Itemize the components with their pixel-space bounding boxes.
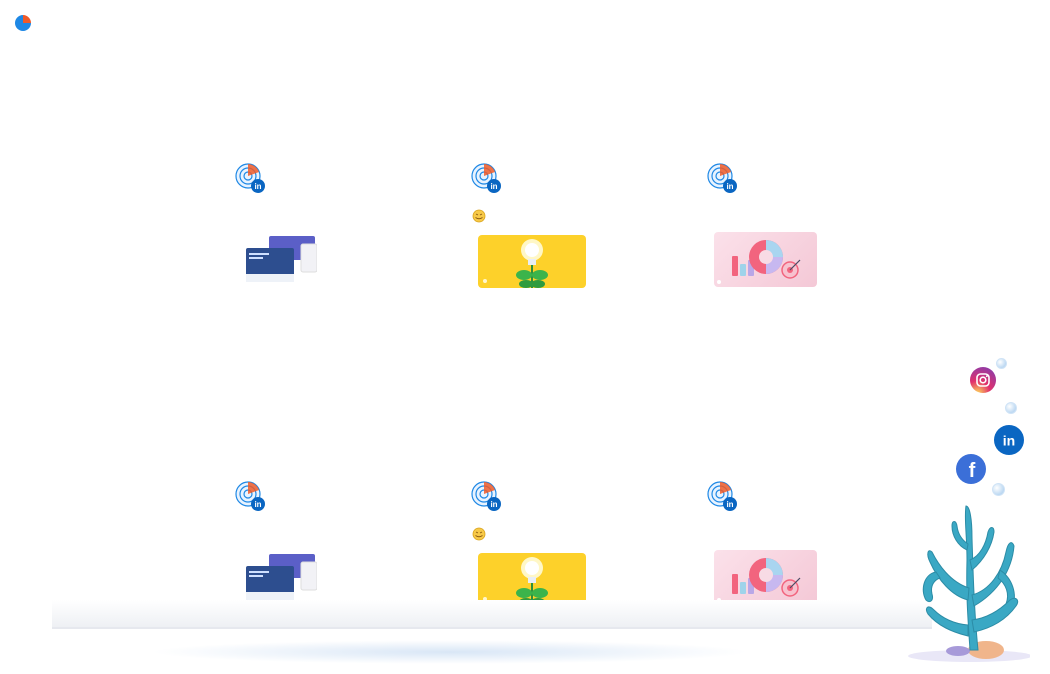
- emoji-icon: [472, 209, 486, 223]
- app-logo-icon[interactable]: [15, 15, 31, 31]
- instagram-icon: [970, 367, 996, 393]
- svg-text:in: in: [490, 182, 497, 191]
- linkedin-radar-icon: in: [471, 481, 501, 511]
- svg-text:in: in: [1003, 433, 1015, 449]
- bubble-decoration: [992, 483, 1005, 496]
- linkedin-radar-icon: in: [235, 481, 265, 511]
- svg-text:in: in: [726, 500, 733, 509]
- lightbulb-plant-icon[interactable]: [478, 553, 586, 606]
- facebook-icon: f: [956, 454, 986, 484]
- linkedin-radar-icon: in: [471, 163, 501, 193]
- presentation-slides-icon[interactable]: [245, 552, 317, 604]
- linkedin-radar-icon: in: [707, 481, 737, 511]
- pie-chart-target-icon[interactable]: [714, 550, 817, 605]
- coral-illustration: [908, 505, 1030, 662]
- presentation-slides-icon[interactable]: [245, 234, 317, 286]
- shelf-shadow: [150, 640, 750, 664]
- svg-text:in: in: [254, 500, 261, 509]
- emoji-icon: [472, 527, 486, 541]
- svg-text:in: in: [254, 182, 261, 191]
- svg-text:f: f: [969, 460, 976, 482]
- linkedin-radar-icon: in: [235, 163, 265, 193]
- pie-chart-target-icon[interactable]: [714, 232, 817, 287]
- bottom-shelf: [52, 600, 932, 629]
- svg-text:in: in: [490, 500, 497, 509]
- bubble-decoration: [1005, 402, 1017, 414]
- lightbulb-plant-icon[interactable]: [478, 235, 586, 288]
- linkedin-icon: in: [994, 425, 1024, 455]
- svg-text:in: in: [726, 182, 733, 191]
- linkedin-radar-icon: in: [707, 163, 737, 193]
- bubble-decoration: [996, 358, 1007, 369]
